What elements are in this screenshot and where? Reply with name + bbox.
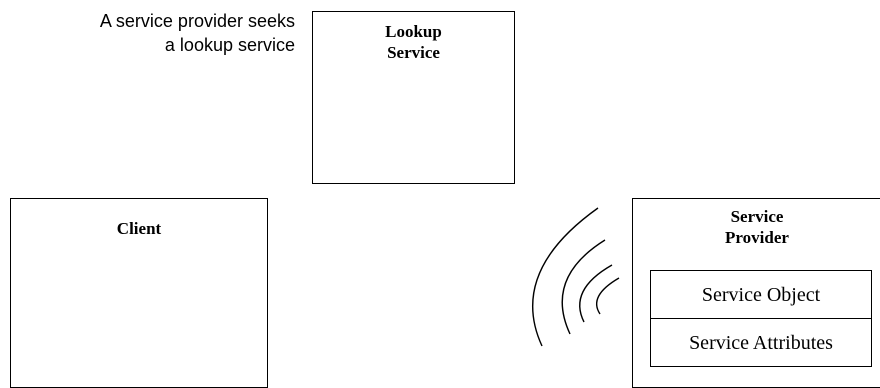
wave-arc-outer bbox=[531, 207, 599, 347]
lookup-service-box: Lookup Service bbox=[312, 11, 515, 184]
wave-arc-inner bbox=[579, 264, 613, 323]
service-provider-title-line-2: Provider bbox=[725, 228, 789, 247]
client-title: Client bbox=[116, 219, 162, 238]
service-provider-inner-table: Service Object Service Attributes bbox=[650, 270, 872, 367]
lookup-service-title: Lookup Service bbox=[313, 21, 514, 63]
service-provider-box: Service Provider Service Object Service … bbox=[632, 198, 880, 388]
lookup-service-title-line-2: Service bbox=[387, 43, 440, 62]
caption-line-1: A service provider seeks bbox=[99, 11, 295, 31]
wave-arc-middle bbox=[561, 239, 606, 335]
service-provider-title-line-1: Service bbox=[730, 207, 784, 226]
service-object-cell: Service Object bbox=[651, 271, 871, 319]
wave-arc-innermost bbox=[595, 277, 620, 315]
client-box: Client bbox=[10, 198, 268, 388]
signal-broadcast-icon bbox=[531, 207, 620, 347]
service-provider-title: Service Provider bbox=[633, 206, 880, 248]
diagram-caption: A service provider seeks a lookup servic… bbox=[100, 9, 295, 57]
service-attributes-cell: Service Attributes bbox=[689, 332, 833, 354]
caption-line-2: a lookup service bbox=[164, 35, 295, 55]
lookup-service-title-line-1: Lookup bbox=[385, 22, 442, 41]
